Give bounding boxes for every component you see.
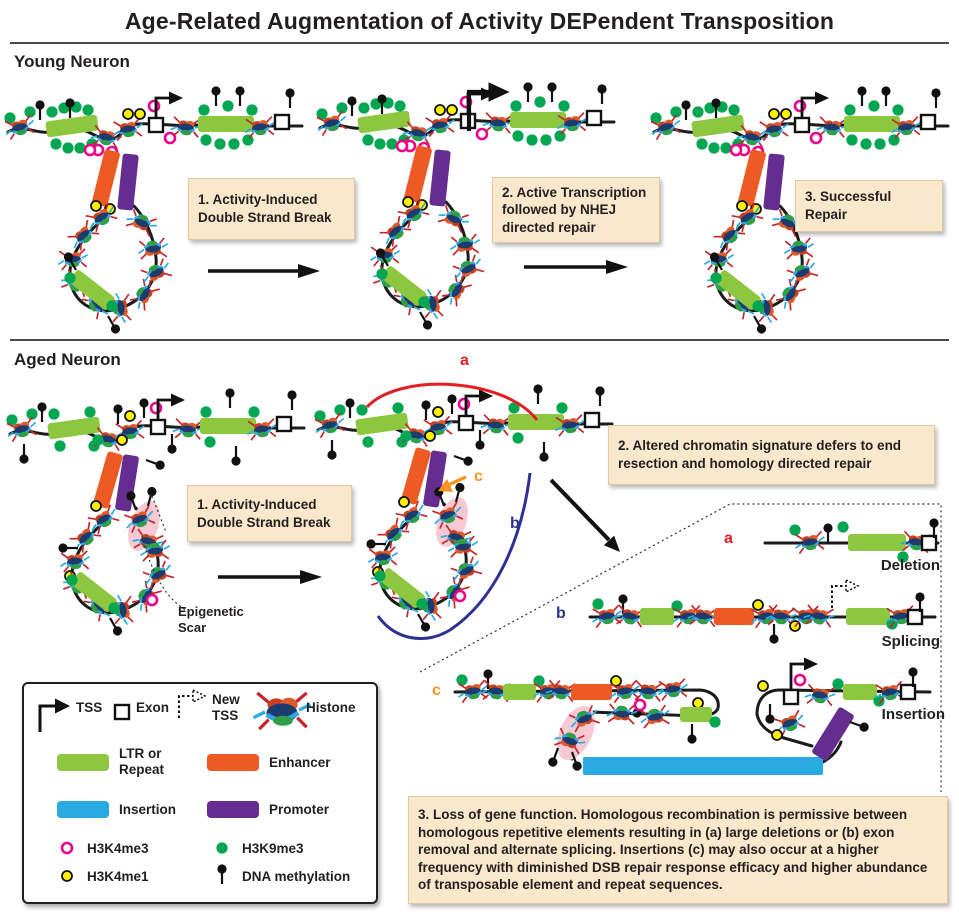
aged-step1-callout: 1. Activity-Induced Double Strand Break bbox=[187, 485, 352, 542]
legend-h3k4me3-label: H3K4me3 bbox=[87, 841, 149, 856]
ltr-repeat-bar bbox=[503, 684, 536, 700]
path-c-arrow bbox=[438, 475, 467, 492]
enhancer-bar bbox=[571, 684, 612, 700]
legend: TSS Exon New TSS Histone LTR or Repeat E… bbox=[22, 682, 378, 904]
path-b-arc bbox=[376, 472, 532, 640]
splicing-label: Splicing bbox=[881, 633, 940, 650]
outcome-c-letter: c bbox=[432, 682, 441, 699]
aged-arrow-1 bbox=[218, 570, 322, 584]
young-arrow-1 bbox=[208, 264, 320, 278]
aged-step3-callout: 3. Loss of gene function. Homologous rec… bbox=[408, 796, 948, 904]
legend-h3k9me3-label: H3K9me3 bbox=[242, 841, 304, 856]
outcome-b-splicing-strand bbox=[588, 579, 937, 645]
ltr-repeat-bar bbox=[640, 608, 674, 625]
divider-top bbox=[10, 42, 949, 44]
new-tss-icon bbox=[178, 689, 206, 719]
legend-dna-methylation-label: DNA methylation bbox=[242, 869, 351, 884]
young-arrow-2 bbox=[524, 260, 628, 274]
legend-ltr-repeat-label: LTR or Repeat bbox=[119, 746, 165, 777]
legend-h3k4me1-label: H3K4me1 bbox=[87, 869, 149, 884]
epigenetic-scar-highlight bbox=[557, 705, 595, 761]
path-c-label: c bbox=[474, 468, 483, 485]
insertion-swatch bbox=[57, 801, 109, 818]
outcome-c-insertion-strand bbox=[453, 656, 932, 775]
deletion-label: Deletion bbox=[880, 557, 940, 574]
h3k4me3-icon bbox=[60, 841, 74, 855]
legend-enhancer-label: Enhancer bbox=[269, 755, 331, 770]
young-step1-callout: 1. Activity-Induced Double Strand Break bbox=[188, 178, 355, 240]
path-a-arc bbox=[365, 382, 539, 421]
young-step2-callout: 2. Active Transcription followed by NHEJ… bbox=[492, 177, 660, 243]
promoter-bar bbox=[812, 707, 854, 761]
exon-icon bbox=[113, 703, 131, 721]
epigenetic-scar-label: Epigenetic Scar bbox=[178, 604, 244, 636]
outcome-region-boundary bbox=[419, 503, 942, 792]
outcome-arrow bbox=[549, 478, 620, 552]
ltr-repeat-bar bbox=[680, 707, 712, 722]
ltr-repeat-bar bbox=[848, 534, 906, 551]
legend-tss-label: TSS bbox=[76, 700, 103, 715]
h3k9me3-icon bbox=[216, 842, 228, 854]
path-a-label: a bbox=[460, 352, 469, 369]
aged-neuron-heading: Aged Neuron bbox=[14, 350, 121, 369]
legend-histone-label: Histone bbox=[306, 700, 356, 715]
histone-icon bbox=[254, 693, 311, 729]
scar-leader-line-2 bbox=[141, 535, 187, 611]
h3k4me1-icon bbox=[61, 870, 73, 882]
divider-middle bbox=[10, 339, 949, 341]
young-neuron-heading: Young Neuron bbox=[14, 52, 130, 71]
dna-methylation-icon bbox=[216, 863, 228, 886]
tss-icon bbox=[38, 698, 70, 732]
aged-structure-2 bbox=[313, 384, 612, 633]
scar-leader-line-1 bbox=[151, 495, 167, 533]
legend-insertion-label: Insertion bbox=[119, 802, 177, 817]
outcome-a-letter: a bbox=[724, 530, 733, 547]
enhancer-swatch bbox=[207, 754, 259, 771]
ltr-repeat-swatch bbox=[57, 754, 109, 771]
path-b-label: b bbox=[510, 515, 520, 532]
promoter-swatch bbox=[207, 801, 259, 818]
legend-new-tss-label: New TSS bbox=[212, 692, 240, 723]
insertion-label: Insertion bbox=[881, 706, 945, 723]
young-step3-callout: 3. Successful Repair bbox=[795, 180, 943, 232]
legend-promoter-label: Promoter bbox=[269, 802, 330, 817]
outcome-b-letter: b bbox=[556, 605, 566, 622]
enhancer-bar bbox=[714, 608, 754, 625]
aged-step2-callout: 2. Altered chromatin signature defers to… bbox=[608, 425, 935, 485]
legend-exon-label: Exon bbox=[136, 700, 170, 715]
figure-title: Age-Related Augmentation of Activity DEP… bbox=[124, 8, 835, 34]
outcome-a-deletion-strand bbox=[763, 517, 940, 563]
ltr-repeat-bar bbox=[846, 608, 890, 625]
legend-icons bbox=[38, 689, 376, 886]
ltr-repeat-bar bbox=[843, 684, 877, 700]
insertion-bar bbox=[583, 757, 823, 775]
